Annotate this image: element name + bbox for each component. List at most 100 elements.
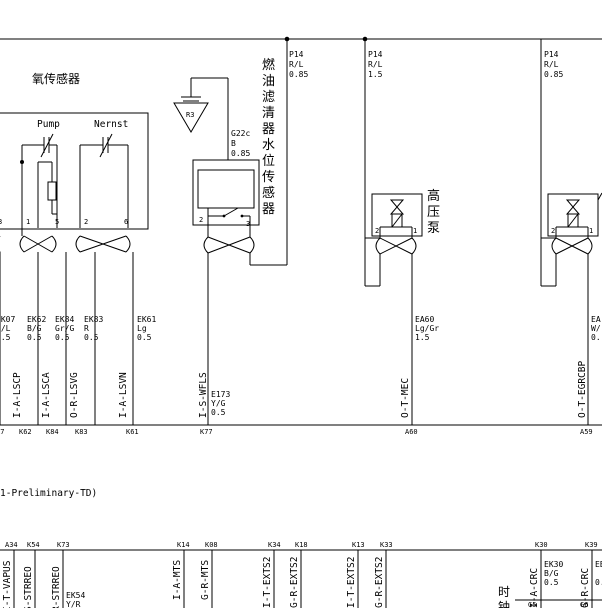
- signal-label: I-A-LSVN: [118, 372, 129, 418]
- pin-label: K39: [585, 541, 598, 549]
- pin-label: K77: [200, 428, 213, 436]
- pin-label: K54: [27, 541, 40, 549]
- svg-text:R/L: R/L: [289, 60, 304, 69]
- svg-text:Lg/Gr: Lg/Gr: [415, 324, 439, 333]
- svg-text:压: 压: [427, 205, 440, 220]
- power-label-2: P14 R/L 1.5: [368, 50, 383, 79]
- wire-label-e173: E173 Y/G 0.5: [211, 390, 230, 417]
- svg-text:清: 清: [262, 106, 275, 121]
- svg-text:0.: 0.: [595, 578, 602, 587]
- svg-text:EA60: EA60: [415, 315, 434, 324]
- signal-label: G-R-EXTS2: [289, 557, 300, 608]
- svg-text:0.5: 0.5: [0, 333, 11, 342]
- connector-o2: [0, 235, 131, 253]
- svg-text:E173: E173: [211, 390, 230, 399]
- wire-label-ek61: EK61 Lg 0.5: [137, 315, 156, 342]
- svg-text:B: B: [231, 139, 236, 148]
- svg-text:EA: EA: [591, 315, 601, 324]
- solenoid-valve-symbol: [556, 199, 588, 228]
- clock-label: 时: [498, 585, 510, 599]
- junction-dot: [20, 160, 24, 164]
- wire-line: [597, 192, 602, 201]
- pin-label: K14: [177, 541, 190, 549]
- svg-text:G22c: G22c: [231, 129, 250, 138]
- svg-text:0.5: 0.5: [211, 408, 226, 417]
- svg-text:0.: 0.: [591, 333, 601, 342]
- wire-label-ea60: EA60 Lg/Gr 1.5: [415, 315, 439, 342]
- pin-label: K83: [75, 428, 88, 436]
- figure-caption: 1-Preliminary-TD): [0, 488, 97, 499]
- wire-label-ea-right: EA W/ 0.: [591, 315, 601, 342]
- wire-label-g22c: G22c B 0.85: [231, 129, 250, 158]
- pin-number: 2: [375, 227, 379, 235]
- o2-sensor-box: [0, 112, 149, 230]
- ground-symbol: [173, 77, 229, 160]
- svg-text:R/L: R/L: [544, 60, 559, 69]
- pin-number: 5: [55, 218, 59, 226]
- pin-label: A59: [580, 428, 593, 436]
- wire-label-ek54: EK54 Y/R: [66, 591, 85, 608]
- wire-label-ek84: EK84 Gr/G 0.5: [55, 315, 74, 342]
- svg-text:P14: P14: [544, 50, 559, 59]
- svg-text:位: 位: [262, 154, 275, 169]
- pump-label: Pump: [37, 119, 60, 130]
- wire-label-ek30: EK30 B/G 0.5: [544, 560, 563, 587]
- clock-label: 钟: [498, 599, 510, 608]
- o2-sensor-title: 氧传感器: [32, 71, 80, 86]
- small-label: G5: [528, 601, 536, 608]
- pin-label: A60: [405, 428, 418, 436]
- signal-label: I-A-CRC: [529, 568, 540, 608]
- wire-label-ek83: EK83 R 0.5: [84, 315, 103, 342]
- pin-number: 3: [0, 218, 2, 226]
- signal-label: G-R-EXTS2: [374, 557, 385, 608]
- svg-text:0.5: 0.5: [55, 333, 70, 342]
- svg-text:R: R: [84, 324, 89, 333]
- svg-text:EK62: EK62: [27, 315, 46, 324]
- svg-text:0.5: 0.5: [137, 333, 152, 342]
- signal-label: O-T-MEC: [400, 378, 411, 418]
- svg-text:W/: W/: [591, 324, 601, 333]
- pin-label: K13: [352, 541, 365, 549]
- signal-label: I-T-VAPUS: [2, 560, 13, 608]
- hp-pump-title: 高 压 泵: [427, 188, 440, 236]
- solenoid-valve-symbol: [380, 199, 412, 228]
- small-label: G6: [580, 601, 588, 608]
- pin-number: 1: [26, 218, 30, 226]
- svg-text:P14: P14: [368, 50, 383, 59]
- pin-number: 1: [589, 227, 593, 235]
- nernst-label: Nernst: [94, 119, 128, 130]
- signal-label: G-R-MTS: [200, 560, 211, 600]
- svg-text:1.5: 1.5: [415, 333, 430, 342]
- svg-text:滤: 滤: [262, 90, 275, 105]
- svg-text:泵: 泵: [427, 221, 440, 236]
- pin-label: K18: [295, 541, 308, 549]
- svg-text:1.5: 1.5: [368, 70, 383, 79]
- lower-wires: [13, 550, 593, 608]
- svg-text:EK84: EK84: [55, 315, 74, 324]
- signal-label: G-R-CRC: [580, 568, 591, 608]
- pin-number: 2: [199, 216, 203, 224]
- svg-text:EK83: EK83: [84, 315, 103, 324]
- signal-label: I-A-LSCA: [41, 372, 52, 418]
- fuel-filter-switch: [207, 207, 251, 226]
- signal-label: I-A-LSCP: [12, 372, 23, 418]
- pin-number: 6: [124, 218, 128, 226]
- svg-text:器: 器: [262, 122, 275, 137]
- power-label-3: P14 R/L 0.85: [544, 50, 563, 79]
- svg-text:感: 感: [262, 185, 275, 201]
- pin-label: K34: [268, 541, 281, 549]
- signal-label: S-STRREO: [23, 566, 34, 608]
- pin-label: K33: [380, 541, 393, 549]
- pin-number: 3: [246, 220, 250, 228]
- wire-label-ek62: EK62 B/G 0.5: [27, 315, 46, 342]
- svg-text:高: 高: [427, 188, 440, 204]
- svg-text:0.5: 0.5: [84, 333, 99, 342]
- pin-label: A34: [5, 541, 18, 549]
- svg-text:0.85: 0.85: [289, 70, 308, 79]
- svg-text:Y/G: Y/G: [211, 399, 226, 408]
- svg-text:0.5: 0.5: [544, 578, 559, 587]
- pin-number: 1: [413, 227, 417, 235]
- fuel-filter-title: 燃 油 滤 清 器 水 位 传 感 器: [262, 57, 275, 217]
- svg-text:0.85: 0.85: [544, 70, 563, 79]
